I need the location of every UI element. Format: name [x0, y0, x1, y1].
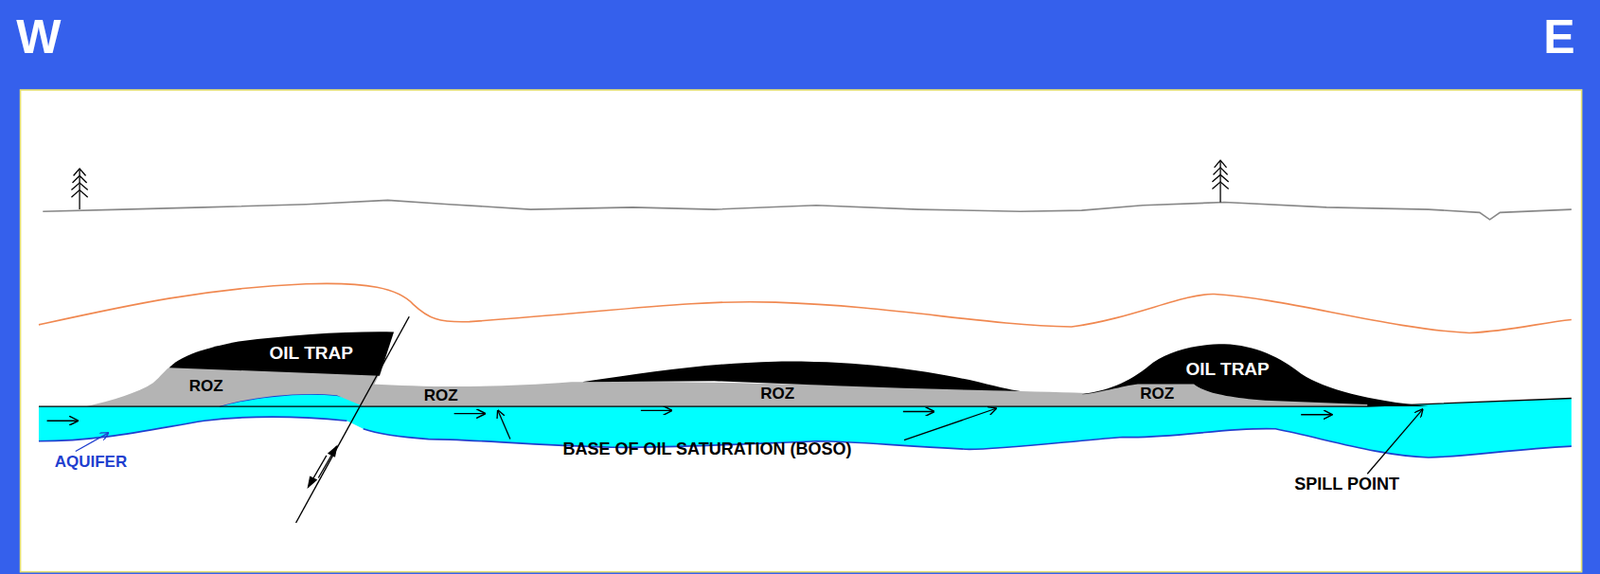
oil-accumulation — [581, 361, 1020, 392]
roz-label: ROZ — [424, 387, 459, 406]
boso-line — [38, 397, 1572, 407]
tree — [1211, 160, 1228, 202]
spill-point-label: SPILL POINT — [1294, 475, 1400, 495]
fault-motion — [307, 445, 337, 487]
aquifer-label: AQUIFER — [54, 453, 128, 472]
leader-line — [75, 432, 108, 451]
boso-label: BASE OF OIL SATURATION (BOSO) — [562, 440, 852, 460]
compass-west: W — [16, 10, 61, 63]
oil-trap — [169, 331, 394, 376]
compass-east: E — [1543, 10, 1575, 63]
roz-label: ROZ — [760, 385, 795, 404]
oil-trap-label: OIL TRAP — [1185, 359, 1269, 380]
leader-line — [497, 408, 1423, 474]
flow-arrow — [47, 409, 1333, 421]
ground-surface — [42, 199, 1572, 219]
panel — [20, 89, 1583, 572]
tree — [71, 168, 88, 210]
roz-label: ROZ — [189, 377, 224, 396]
rock-horizon — [38, 283, 1572, 333]
oil-trap-label: OIL TRAP — [269, 342, 354, 363]
roz-zone — [1071, 383, 1369, 407]
roz-label: ROZ — [1139, 385, 1174, 404]
